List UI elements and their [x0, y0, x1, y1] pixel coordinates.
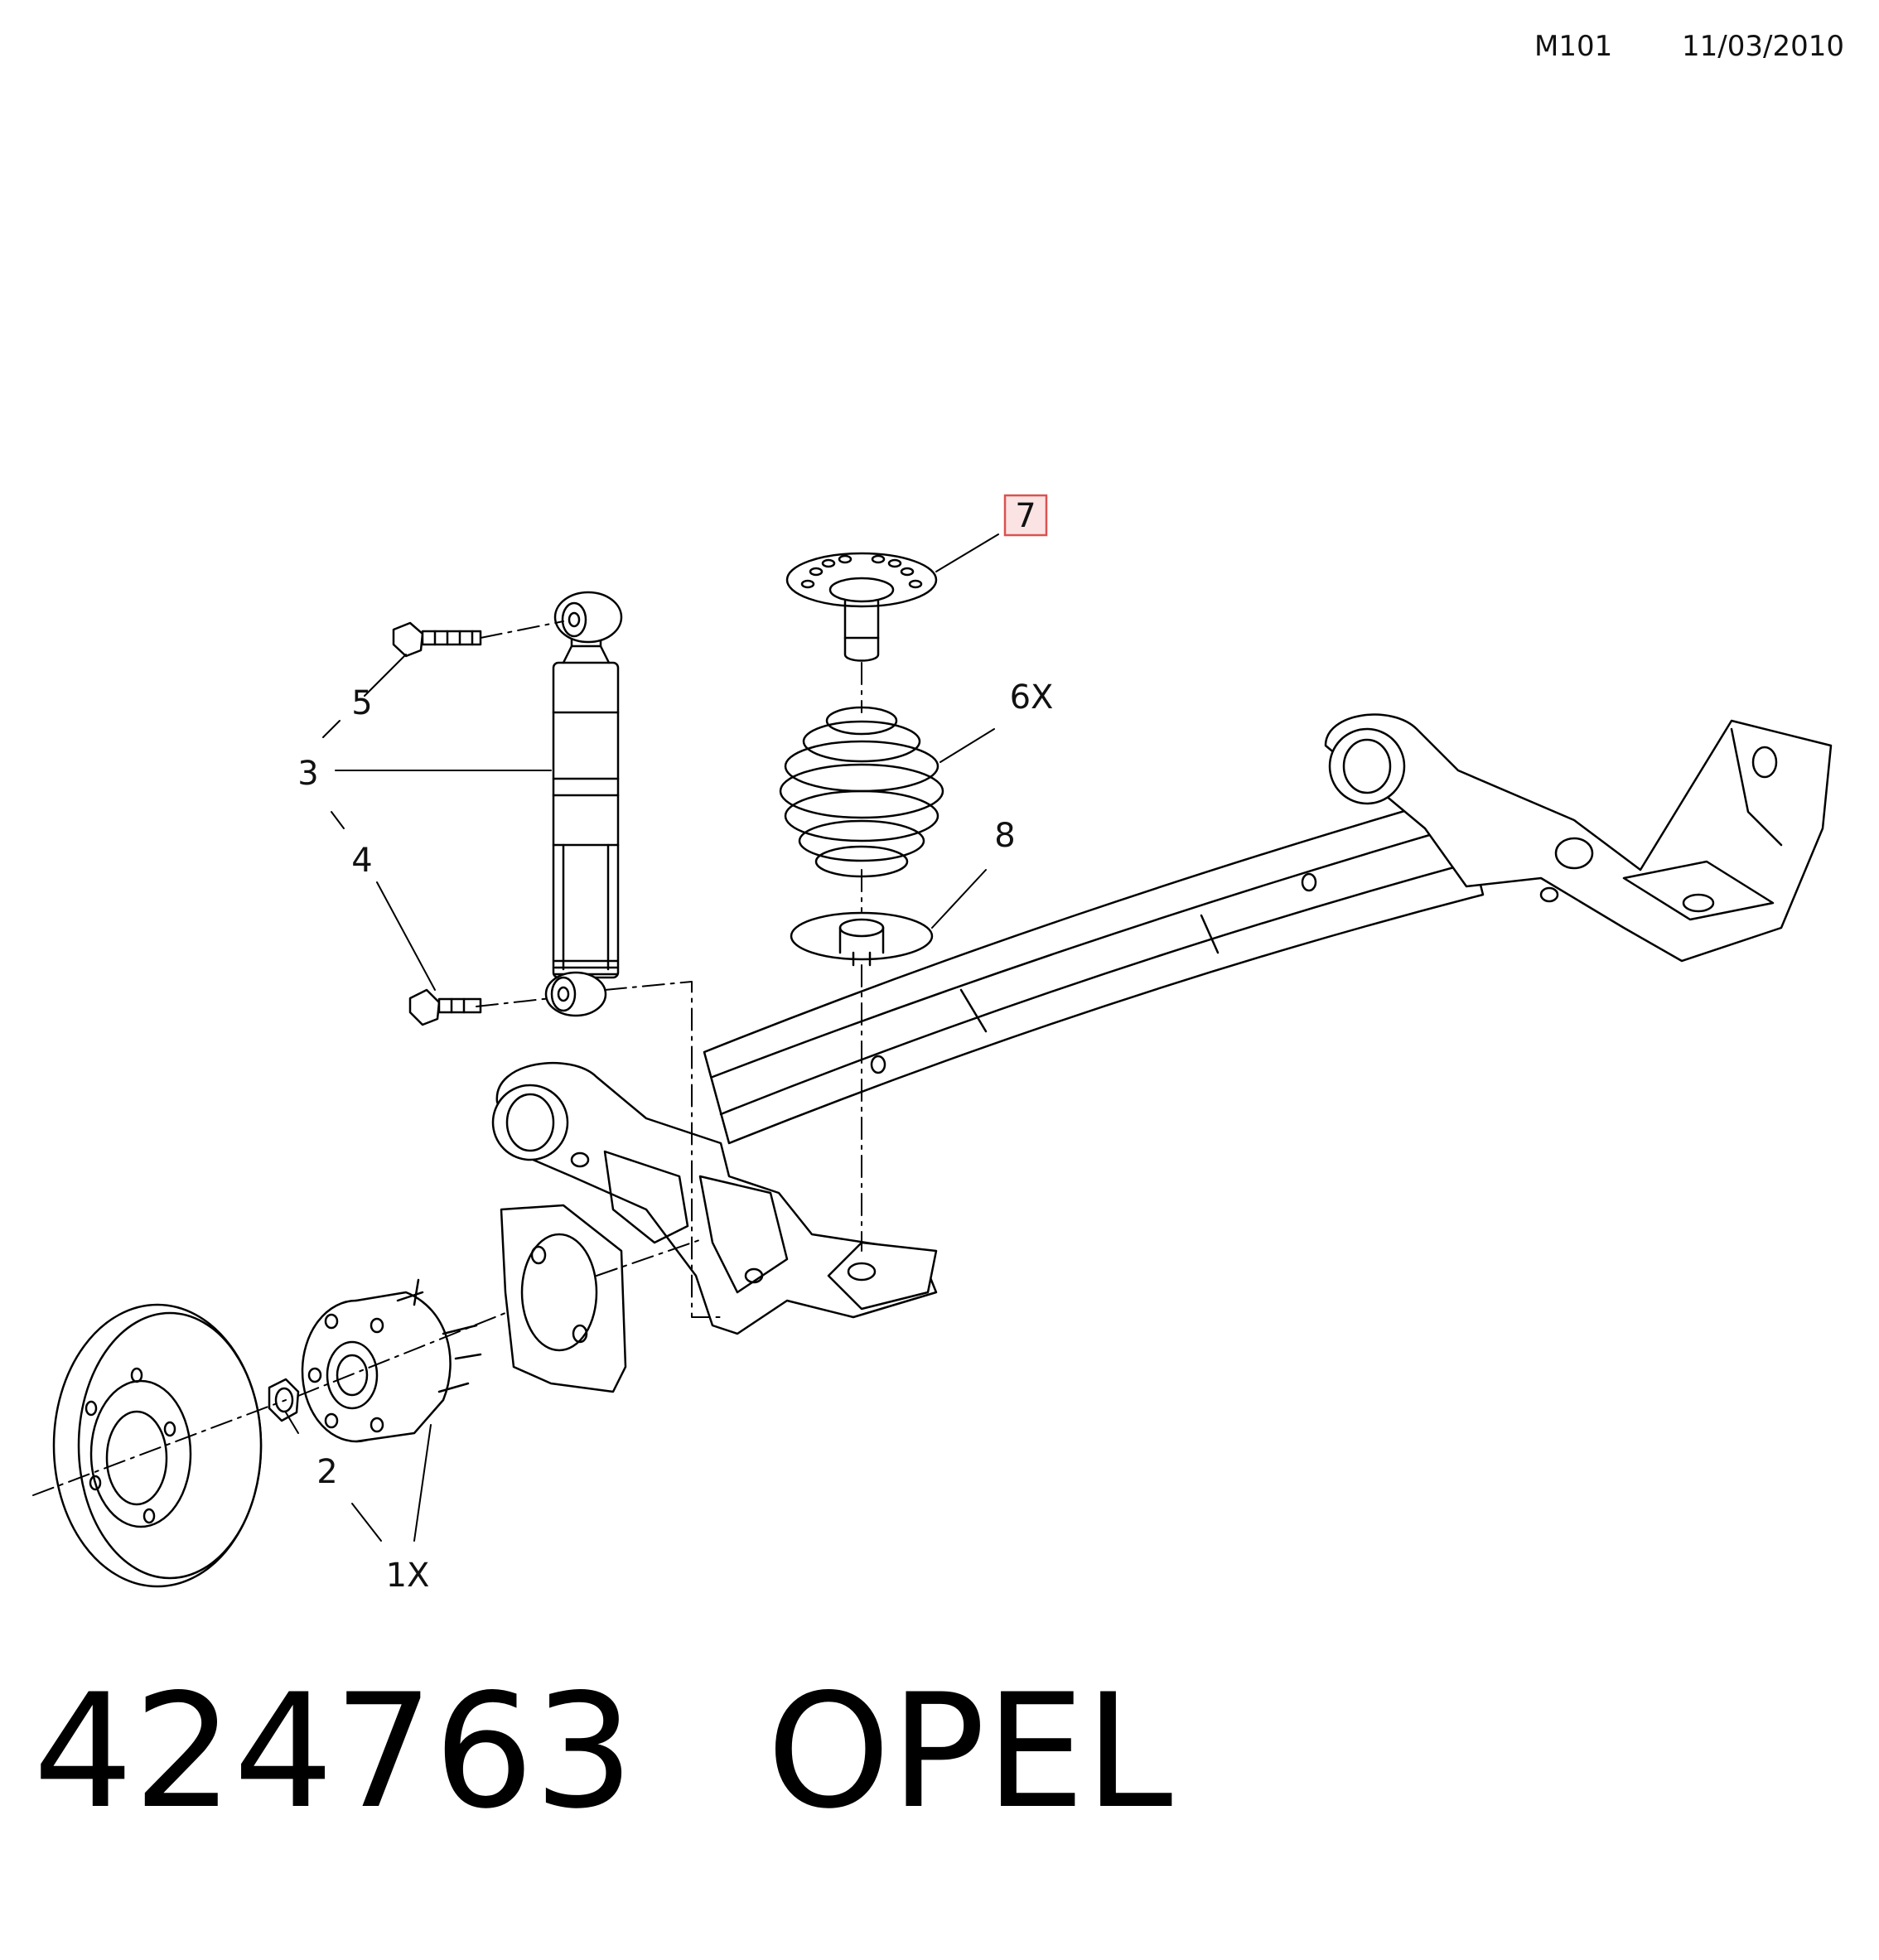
diagram-code: M101 [1534, 30, 1613, 63]
callout-2: 2 [316, 1453, 337, 1491]
lower-spring-seat [790, 911, 934, 967]
callout-8: 8 [994, 817, 1015, 855]
right-trailing-arm [1324, 713, 1833, 963]
callout-1x: 1X [386, 1557, 430, 1595]
callout-3: 3 [297, 755, 318, 793]
coil-spring [779, 706, 944, 878]
callout-5: 5 [351, 684, 372, 722]
brake-backing-plate [500, 1204, 627, 1393]
callout-6x: 6X [1010, 678, 1054, 717]
part-number: 424763 [33, 1660, 635, 1843]
upper-spring-seat [785, 552, 938, 662]
rear-axle-beam [703, 794, 1485, 1145]
callout-7-highlight-box [1003, 494, 1048, 537]
upper-shock-bolt [392, 621, 482, 658]
leader-lines [285, 533, 999, 1542]
shock-absorber [544, 591, 623, 1017]
assembly-lines [32, 620, 862, 1496]
diagram-date: 11/03/2010 [1682, 30, 1844, 63]
lower-shock-bolt [408, 988, 482, 1026]
left-trailing-arm [491, 1061, 938, 1335]
brand-name: OPEL [766, 1660, 1173, 1843]
callout-7: 7 [1015, 497, 1036, 535]
brake-disc [52, 1303, 263, 1588]
callout-4: 4 [351, 842, 372, 880]
wheel-hub [301, 1278, 482, 1443]
